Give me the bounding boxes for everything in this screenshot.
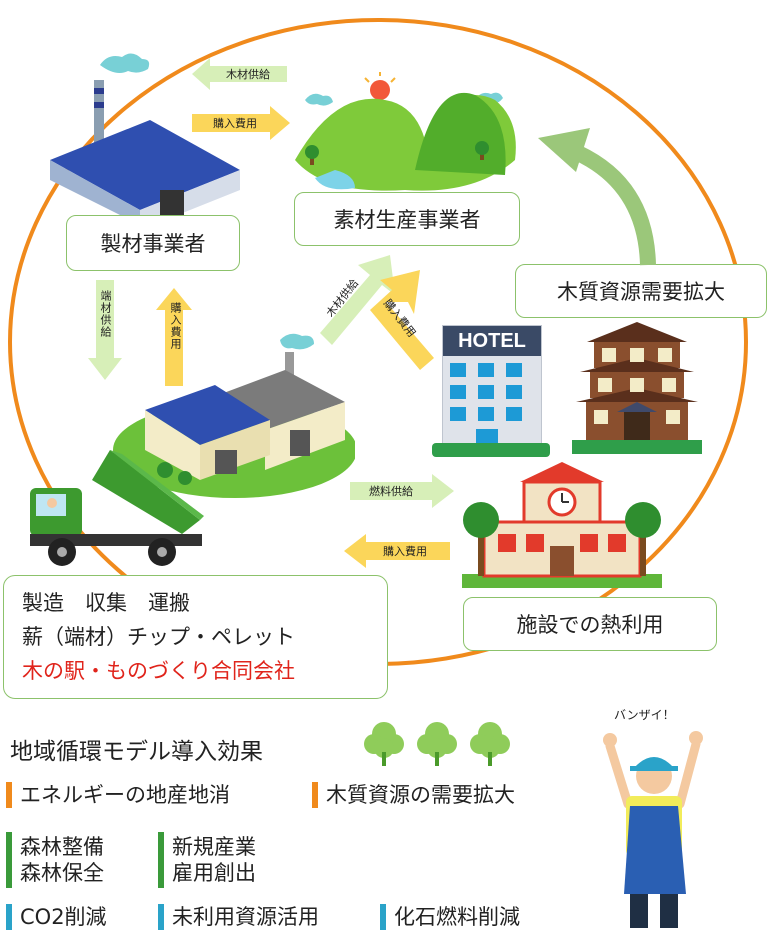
effect-fossil-fuel: 化石燃料削減	[380, 904, 520, 931]
company-services: 製造 収集 運搬	[22, 591, 190, 615]
effect-label: CO2削減	[20, 905, 107, 929]
company-name: 木の駅・ものづくり合同会社	[22, 659, 295, 683]
effect-forest-conservation: 森林保全	[20, 861, 104, 885]
cheering-farmer-illustration	[603, 731, 703, 928]
effect-co2: CO2削減	[6, 904, 107, 931]
arrow-purchase-cost-bottom	[344, 534, 450, 568]
facility-school-illustration	[462, 462, 662, 588]
effect-unused-resources: 未利用資源活用	[158, 904, 319, 931]
arrow-demand-expansion	[538, 128, 656, 266]
effect-industry: 新規産業 雇用創出	[158, 832, 256, 888]
label-fuel-supply: 燃料供給	[369, 485, 413, 498]
effects-title: 地域循環モデル導入効果	[10, 739, 263, 765]
label-purchase-cost-top: 購入費用	[213, 117, 257, 130]
node-producer: 素材生産事業者	[294, 192, 520, 246]
orange-bar	[312, 782, 318, 809]
hotel-windows	[450, 363, 522, 445]
effect-label: 森林整備 森林保全	[20, 834, 104, 887]
effect-label: 新規産業 雇用創出	[172, 834, 256, 887]
ryokan-inn-illustration	[572, 322, 702, 454]
arrow-fuel-supply	[350, 474, 454, 508]
effect-new-industry: 新規産業	[172, 834, 256, 859]
company-products: 薪（端材）チップ・ペレット	[22, 625, 295, 649]
effect-forest: 森林整備 森林保全	[6, 832, 104, 888]
node-demand: 木質資源需要拡大	[515, 264, 767, 318]
arrow-timber-supply-mid	[320, 255, 395, 345]
hotel-sign: HOTEL	[443, 326, 541, 356]
arrow-purchase-cost-mid	[370, 270, 434, 370]
tree-icon-group	[364, 722, 510, 766]
label-timber-supply-top: 木材供給	[226, 68, 270, 81]
arrow-offcut-supply	[88, 280, 122, 380]
label-purchase-cost-left: 購入費用	[169, 302, 182, 350]
mountain-forest-illustration	[295, 72, 516, 191]
hotel-hedge	[432, 443, 550, 457]
arrow-purchase-cost-top	[192, 106, 290, 140]
hotel-illustration: HOTEL	[432, 325, 550, 460]
effect-label: 木質資源の需要拡大	[326, 783, 515, 807]
wood-processing-factory-illustration	[113, 333, 355, 498]
blue-bar	[6, 904, 12, 931]
effect-job-creation: 雇用創出	[172, 861, 256, 885]
blue-bar	[380, 904, 386, 931]
arrow-purchase-cost-left	[156, 288, 192, 386]
orange-bar	[6, 782, 12, 809]
label-offcut-supply: 端材供給	[99, 290, 112, 338]
effect-local-energy: エネルギーの地産地消	[6, 782, 230, 809]
effect-label: 未利用資源活用	[172, 905, 319, 929]
arrow-timber-supply-top	[192, 58, 287, 90]
company-box: 製造 収集 運搬 薪（端材）チップ・ペレット 木の駅・ものづくり合同会社	[3, 575, 388, 699]
effect-label: エネルギーの地産地消	[20, 783, 230, 807]
effect-demand-expansion: 木質資源の需要拡大	[312, 782, 515, 809]
speech-banzai: バンザイ！	[614, 708, 675, 722]
blue-bar	[158, 904, 164, 931]
node-sawmill: 製材事業者	[66, 215, 240, 271]
effect-forest-maintenance: 森林整備	[20, 834, 104, 859]
dump-truck-illustration	[30, 450, 204, 566]
label-purchase-cost-bottom: 購入費用	[383, 545, 427, 558]
green-bar	[6, 832, 12, 888]
sawmill-factory-illustration	[50, 53, 240, 220]
green-bar	[158, 832, 164, 888]
node-heat-use: 施設での熱利用	[463, 597, 717, 651]
effect-label: 化石燃料削減	[394, 905, 520, 929]
